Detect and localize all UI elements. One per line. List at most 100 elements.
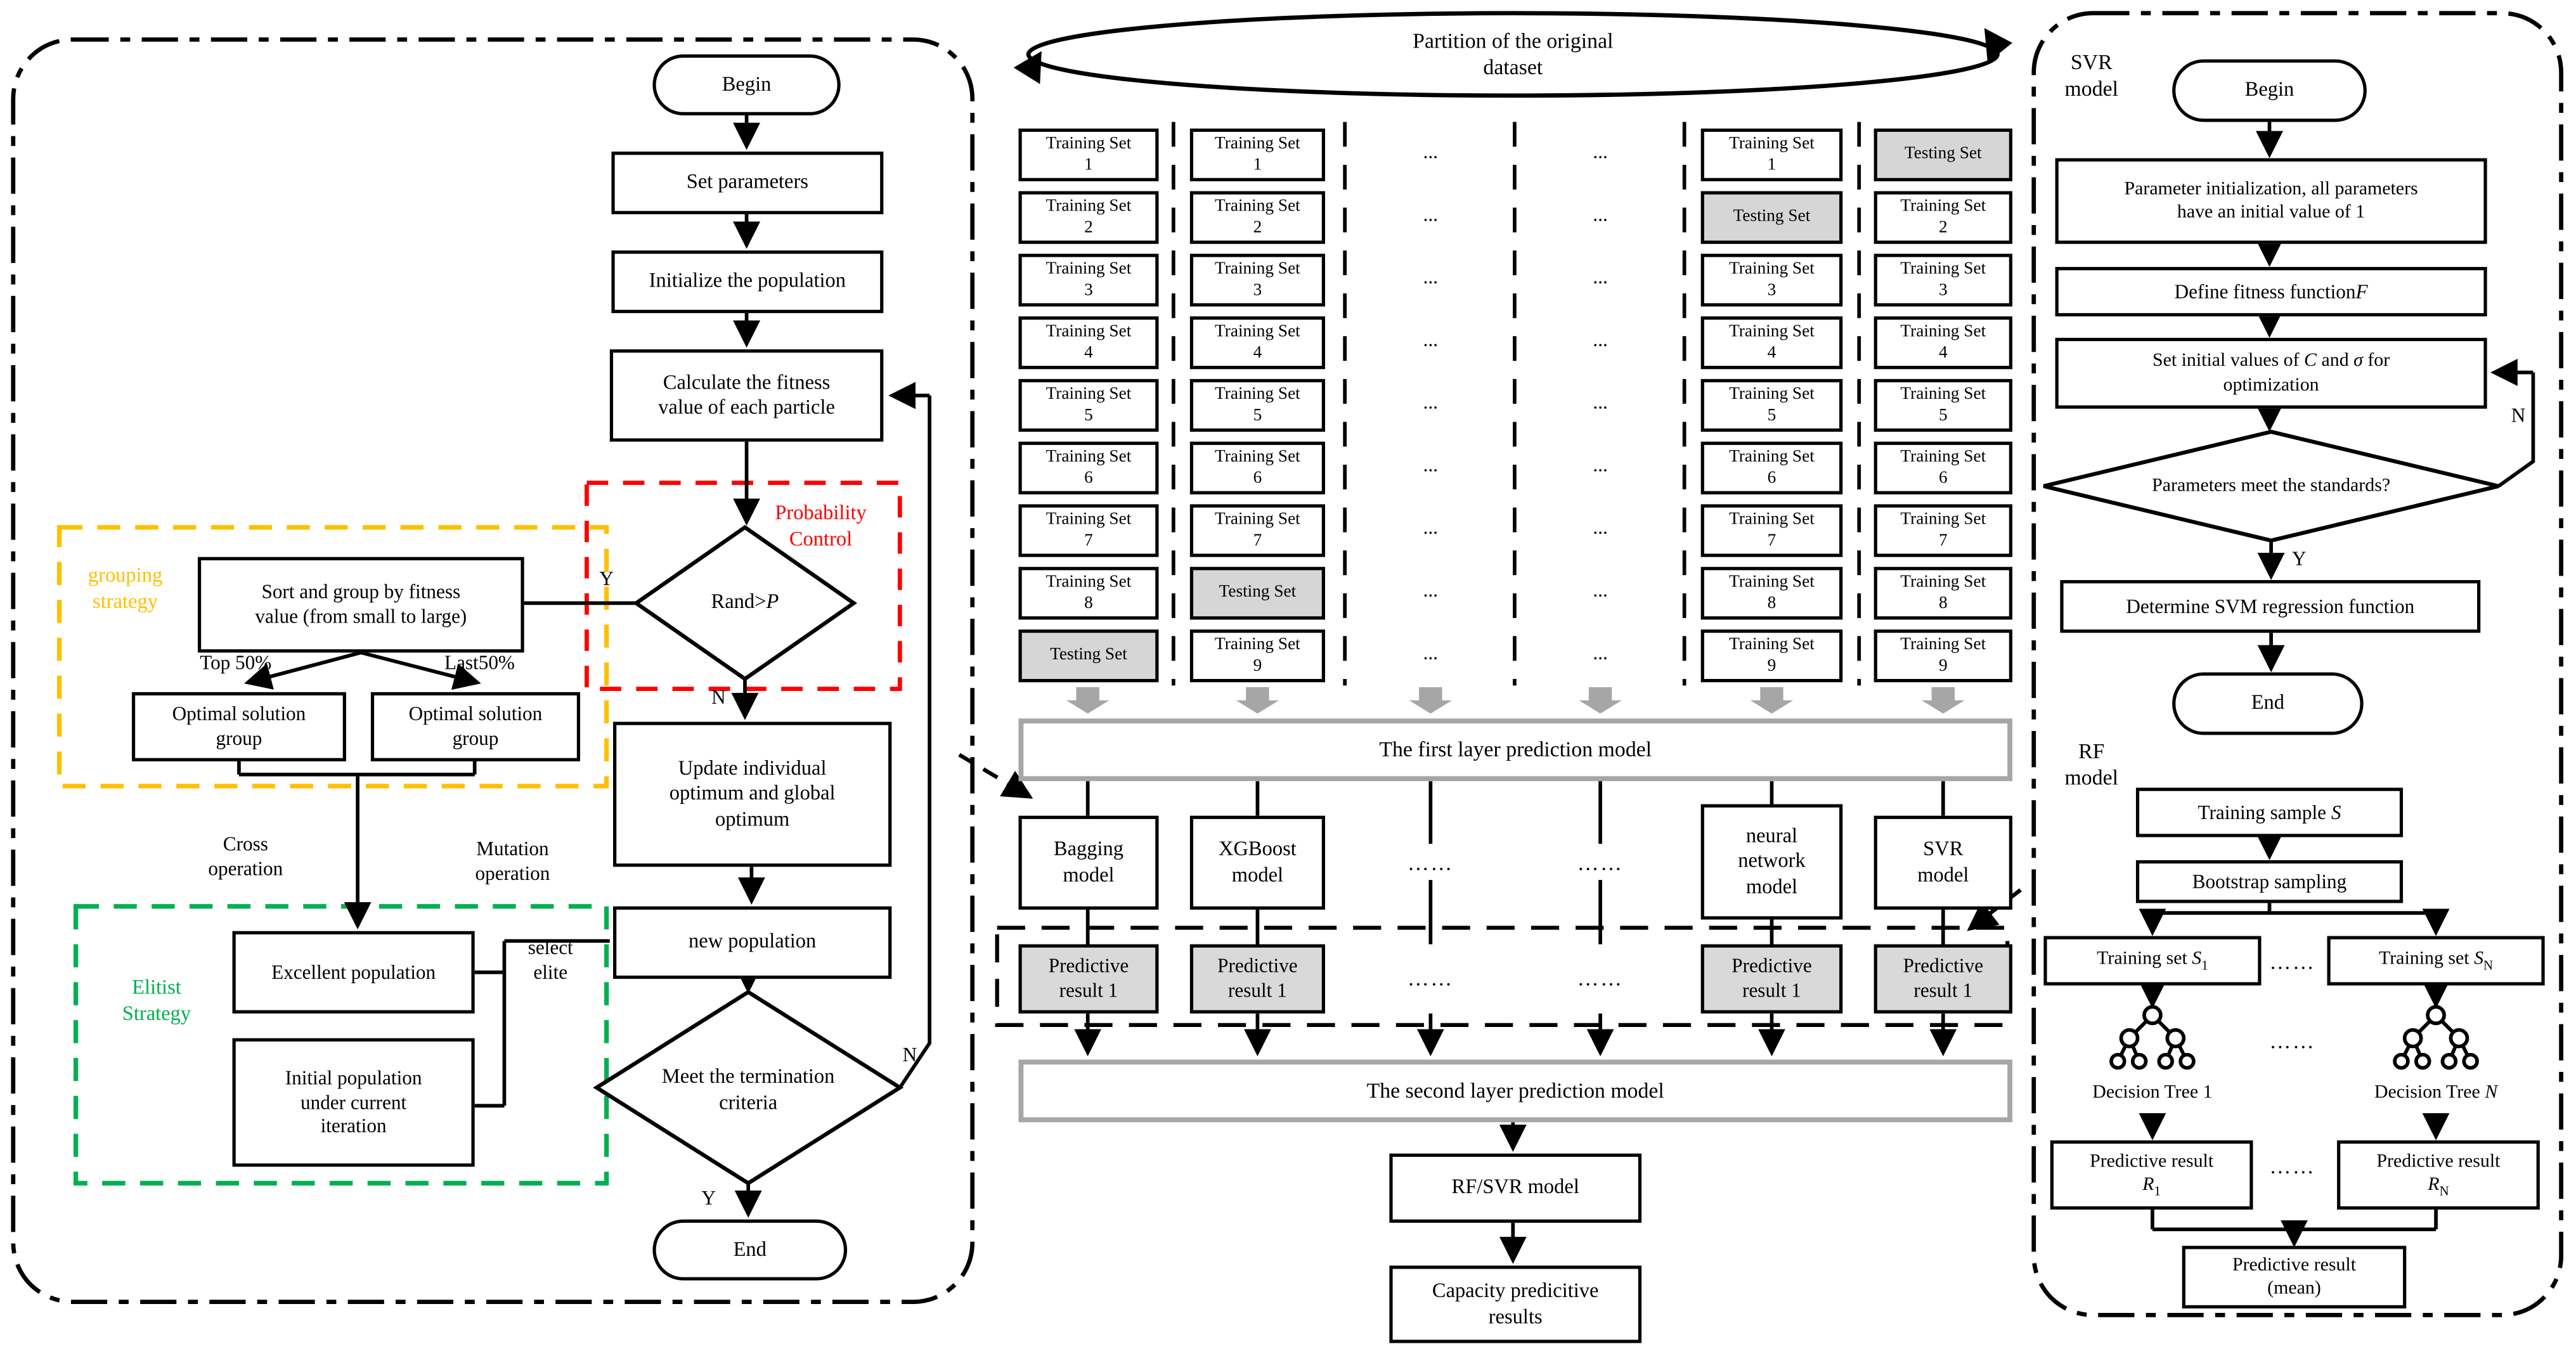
- begin-terminator: Begin: [652, 54, 841, 115]
- decision-tree-node: [2414, 1052, 2431, 1070]
- gray-block-arrow: [1409, 687, 1453, 714]
- termination-no-label: N: [902, 1043, 917, 1066]
- determine-svm-box: Determine SVM regression function: [2060, 580, 2481, 633]
- parameter-init-box: Parameter initialization, all parameters…: [2055, 158, 2487, 244]
- svr-begin-terminator: Begin: [2172, 59, 2367, 122]
- gray-block-arrow: [1236, 687, 1279, 714]
- dataset-column-dots: ...: [1593, 139, 1608, 164]
- testing-set-cell: Testing Set: [1189, 567, 1325, 620]
- set-initial-values-box: Set initial values of C and σ for optimi…: [2055, 337, 2487, 409]
- dataset-column-dots: ...: [1593, 515, 1608, 539]
- decision-tree-node: [2109, 1052, 2126, 1070]
- standards-yes-label: Y: [2292, 547, 2307, 571]
- dataset-column-dots: ...: [1423, 328, 1439, 351]
- decision-tree-node: [2402, 1028, 2423, 1049]
- decision-tree-node: [2142, 1005, 2163, 1026]
- testing-set-cell: Testing Set: [1018, 630, 1159, 683]
- testing-set-cell: Testing Set: [1874, 128, 2012, 181]
- dataset-column-dots: ...: [1593, 328, 1608, 351]
- second-layer-box: The second layer prediction model: [1018, 1059, 2012, 1123]
- new-population-box: new population: [613, 906, 892, 979]
- bootstrap-sampling-box: Bootstrap sampling: [2135, 860, 2404, 903]
- rand-diamond-shape: [632, 525, 857, 681]
- dataset-column-dots: ...: [1593, 202, 1608, 226]
- dataset-column-dots: ...: [1593, 391, 1608, 414]
- dataset-column-dots: ...: [1423, 515, 1439, 539]
- dataset-column-dots: ...: [1593, 265, 1608, 288]
- decision-tree-node: [2130, 1052, 2148, 1070]
- predictive-results-dots: ……: [2269, 1153, 2316, 1178]
- decision-tree-node: [2157, 1052, 2175, 1070]
- dataset-column-dots: ...: [1423, 391, 1439, 414]
- rand-diamond-label: Rand>P: [711, 590, 779, 614]
- grouping-strategy-rect: [56, 525, 609, 789]
- decision-tree-node: [2440, 1052, 2458, 1070]
- first-layer-box: The first layer prediction model: [1018, 718, 2012, 782]
- training-set-s1-box: Training set S1: [2043, 936, 2262, 986]
- training-set-sn-box: Training set SN: [2327, 936, 2545, 986]
- decision-tree-node: [2426, 1005, 2446, 1026]
- termination-diamond-shape: [593, 990, 904, 1186]
- decision-tree-n-label: Decision Tree N: [2374, 1082, 2498, 1103]
- initialize-population-box: Initialize the population: [611, 250, 884, 313]
- ellipse-left-arrowhead: [1013, 51, 1042, 84]
- predictive-result-rn-box: Predictive result RN: [2337, 1140, 2540, 1210]
- models-row-dots: ……: [1577, 850, 1624, 875]
- standards-no-label: N: [2511, 403, 2526, 427]
- gray-block-arrow: [1922, 687, 1965, 714]
- last50-label: Last50%: [444, 650, 515, 675]
- dataset-column-dots: ...: [1423, 578, 1439, 602]
- decision-tree-node: [2178, 1052, 2196, 1070]
- ellipse-right-arrowhead: [1984, 28, 2012, 63]
- predictive-result-r1-box: Predictive result R1: [2050, 1140, 2253, 1210]
- dataset-column-dots: ...: [1423, 641, 1439, 664]
- dataset-column-dots: ...: [1593, 578, 1608, 602]
- left-flow-connectors: [237, 115, 931, 1218]
- predictive-row-rect: [995, 926, 2010, 1028]
- trees-dots: ……: [2269, 1028, 2316, 1054]
- dataset-column-dots: ...: [1423, 453, 1439, 477]
- termination-yes-label: Y: [701, 1186, 716, 1210]
- right-flow-connectors: [2139, 122, 2535, 1248]
- training-sample-box: Training sample S: [2135, 787, 2404, 837]
- set-parameters-box: Set parameters: [611, 152, 884, 214]
